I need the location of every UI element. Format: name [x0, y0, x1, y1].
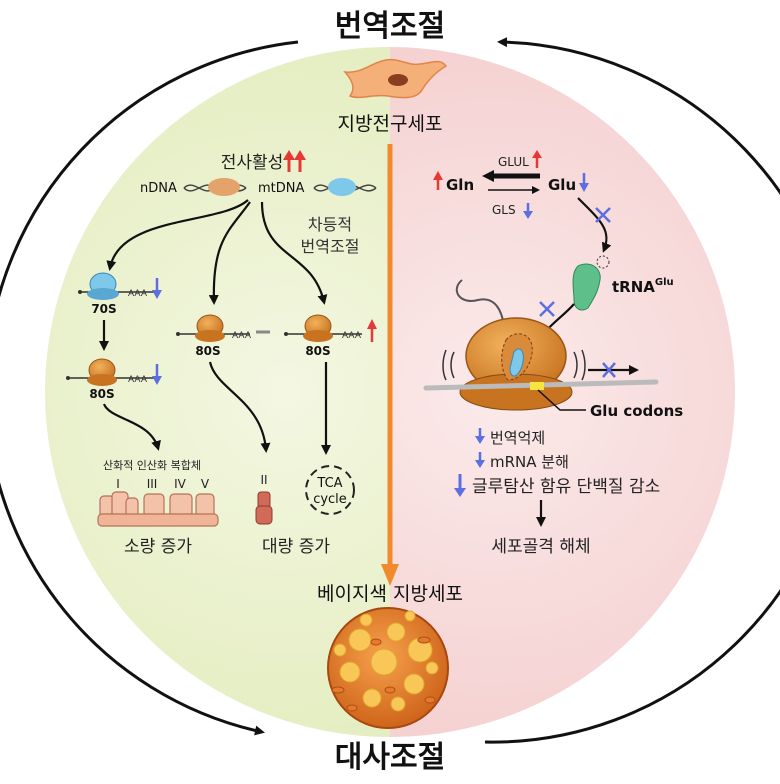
- ribosome-80s-small: [66, 358, 160, 386]
- trna-label-sup: Glu: [655, 277, 674, 288]
- gls-down-arrow: [523, 203, 533, 219]
- complex-numeral-1: I: [116, 477, 120, 491]
- tca-cycle-icon: [305, 465, 355, 515]
- block-mark-2: [539, 301, 555, 317]
- ndna-label: nDNA: [140, 181, 177, 196]
- aaa-label-3: AAA: [232, 331, 252, 341]
- trna-label-main: tRNA: [612, 278, 655, 296]
- transcription-label: 전사활성: [221, 153, 284, 173]
- glu-protein-down-arrow: [454, 474, 466, 497]
- mrna-decay-label: mRNA 분해: [490, 453, 569, 471]
- complex-numeral-5: V: [201, 477, 210, 491]
- glu-codons-label: Glu codons: [590, 402, 683, 420]
- cell-bottom-label: 베이지색 지방세포: [317, 583, 463, 605]
- mtdna-helix: [313, 178, 377, 196]
- elongation-arrow: [588, 362, 639, 378]
- small-increase-label: 소량 증가: [124, 537, 192, 557]
- glu-gln-reaction-arrows: [482, 170, 540, 194]
- ribosome-80s-middle: [176, 314, 270, 342]
- glu-codon-marker: [530, 382, 544, 390]
- glu-down-arrow: [579, 173, 589, 192]
- gln-up-arrow: [433, 171, 443, 190]
- trna-empty-site: [596, 255, 610, 269]
- differential-label-1: 차등적: [308, 215, 352, 234]
- differential-label-2: 번역조절: [301, 237, 360, 256]
- large-ribosome-icon: [442, 279, 586, 411]
- arrow-to-complex-ii: [208, 361, 271, 453]
- ndna-helix: [183, 178, 247, 196]
- ribo-80s-label-a: 80S: [89, 387, 114, 401]
- glu-to-trna-arrow: [577, 197, 612, 253]
- mtdna-label: mtDNA: [258, 181, 304, 196]
- cytoskeleton-label: 세포골격 해체: [491, 537, 590, 557]
- tca-label-2: cycle: [313, 492, 347, 507]
- repression-label: 번역억제: [490, 429, 545, 447]
- aaa-label-4: AAA: [342, 331, 362, 341]
- trna-label: tRNAGlu: [612, 277, 674, 296]
- transcription-up-arrows: [283, 150, 306, 172]
- ribosome-70s: [78, 272, 160, 300]
- codon-pointer-line: [537, 389, 586, 411]
- down-arrow-70s: [152, 278, 162, 299]
- gln-label: Gln: [446, 176, 474, 194]
- complex-numeral-4: IV: [174, 477, 187, 491]
- glu-label: Glu: [548, 176, 576, 194]
- preadipocyte-icon: [343, 58, 448, 99]
- branch-arrows: [106, 199, 328, 305]
- outer-cycle-arrows: [0, 37, 780, 744]
- glul-label: GLUL: [498, 155, 529, 169]
- block-mark-1: [595, 207, 611, 223]
- complex-ii-label: II: [260, 473, 267, 487]
- left-hemisphere: [45, 47, 390, 737]
- title-bottom: 대사조절: [335, 740, 445, 775]
- aaa-label-1: AAA: [128, 289, 148, 299]
- complex-numeral-3: III: [147, 477, 158, 491]
- ribo-70s-label: 70S: [91, 302, 116, 316]
- ribosome-80s-right: [284, 314, 362, 342]
- oxphos-complexes-icon: [97, 491, 219, 527]
- ribo-80s-label-b: 80S: [195, 344, 220, 358]
- gls-label: GLS: [492, 203, 516, 217]
- large-increase-label: 대량 증가: [262, 537, 330, 557]
- tca-label-1: TCA: [316, 476, 342, 491]
- complex-ii-icon: [255, 491, 273, 525]
- arrow-to-complexes: [102, 403, 161, 451]
- up-arrow-80s: [367, 319, 377, 342]
- glu-protein-label: 글루탐산 함유 단백질 감소: [472, 477, 660, 497]
- glul-up-arrow: [532, 150, 542, 168]
- ribo-80s-label-c: 80S: [305, 344, 330, 358]
- mrna-decay-down-arrow: [475, 452, 485, 468]
- title-top: 번역조절: [335, 9, 445, 44]
- complex-label: 산화적 인산화 복합체: [103, 459, 201, 472]
- trna-icon: [572, 263, 601, 311]
- beige-adipocyte-icon: [327, 607, 449, 729]
- repression-down-arrow: [475, 428, 485, 444]
- down-arrow-80s: [152, 364, 162, 385]
- aaa-label-2: AAA: [128, 375, 148, 385]
- cell-top-label: 지방전구세포: [338, 113, 443, 135]
